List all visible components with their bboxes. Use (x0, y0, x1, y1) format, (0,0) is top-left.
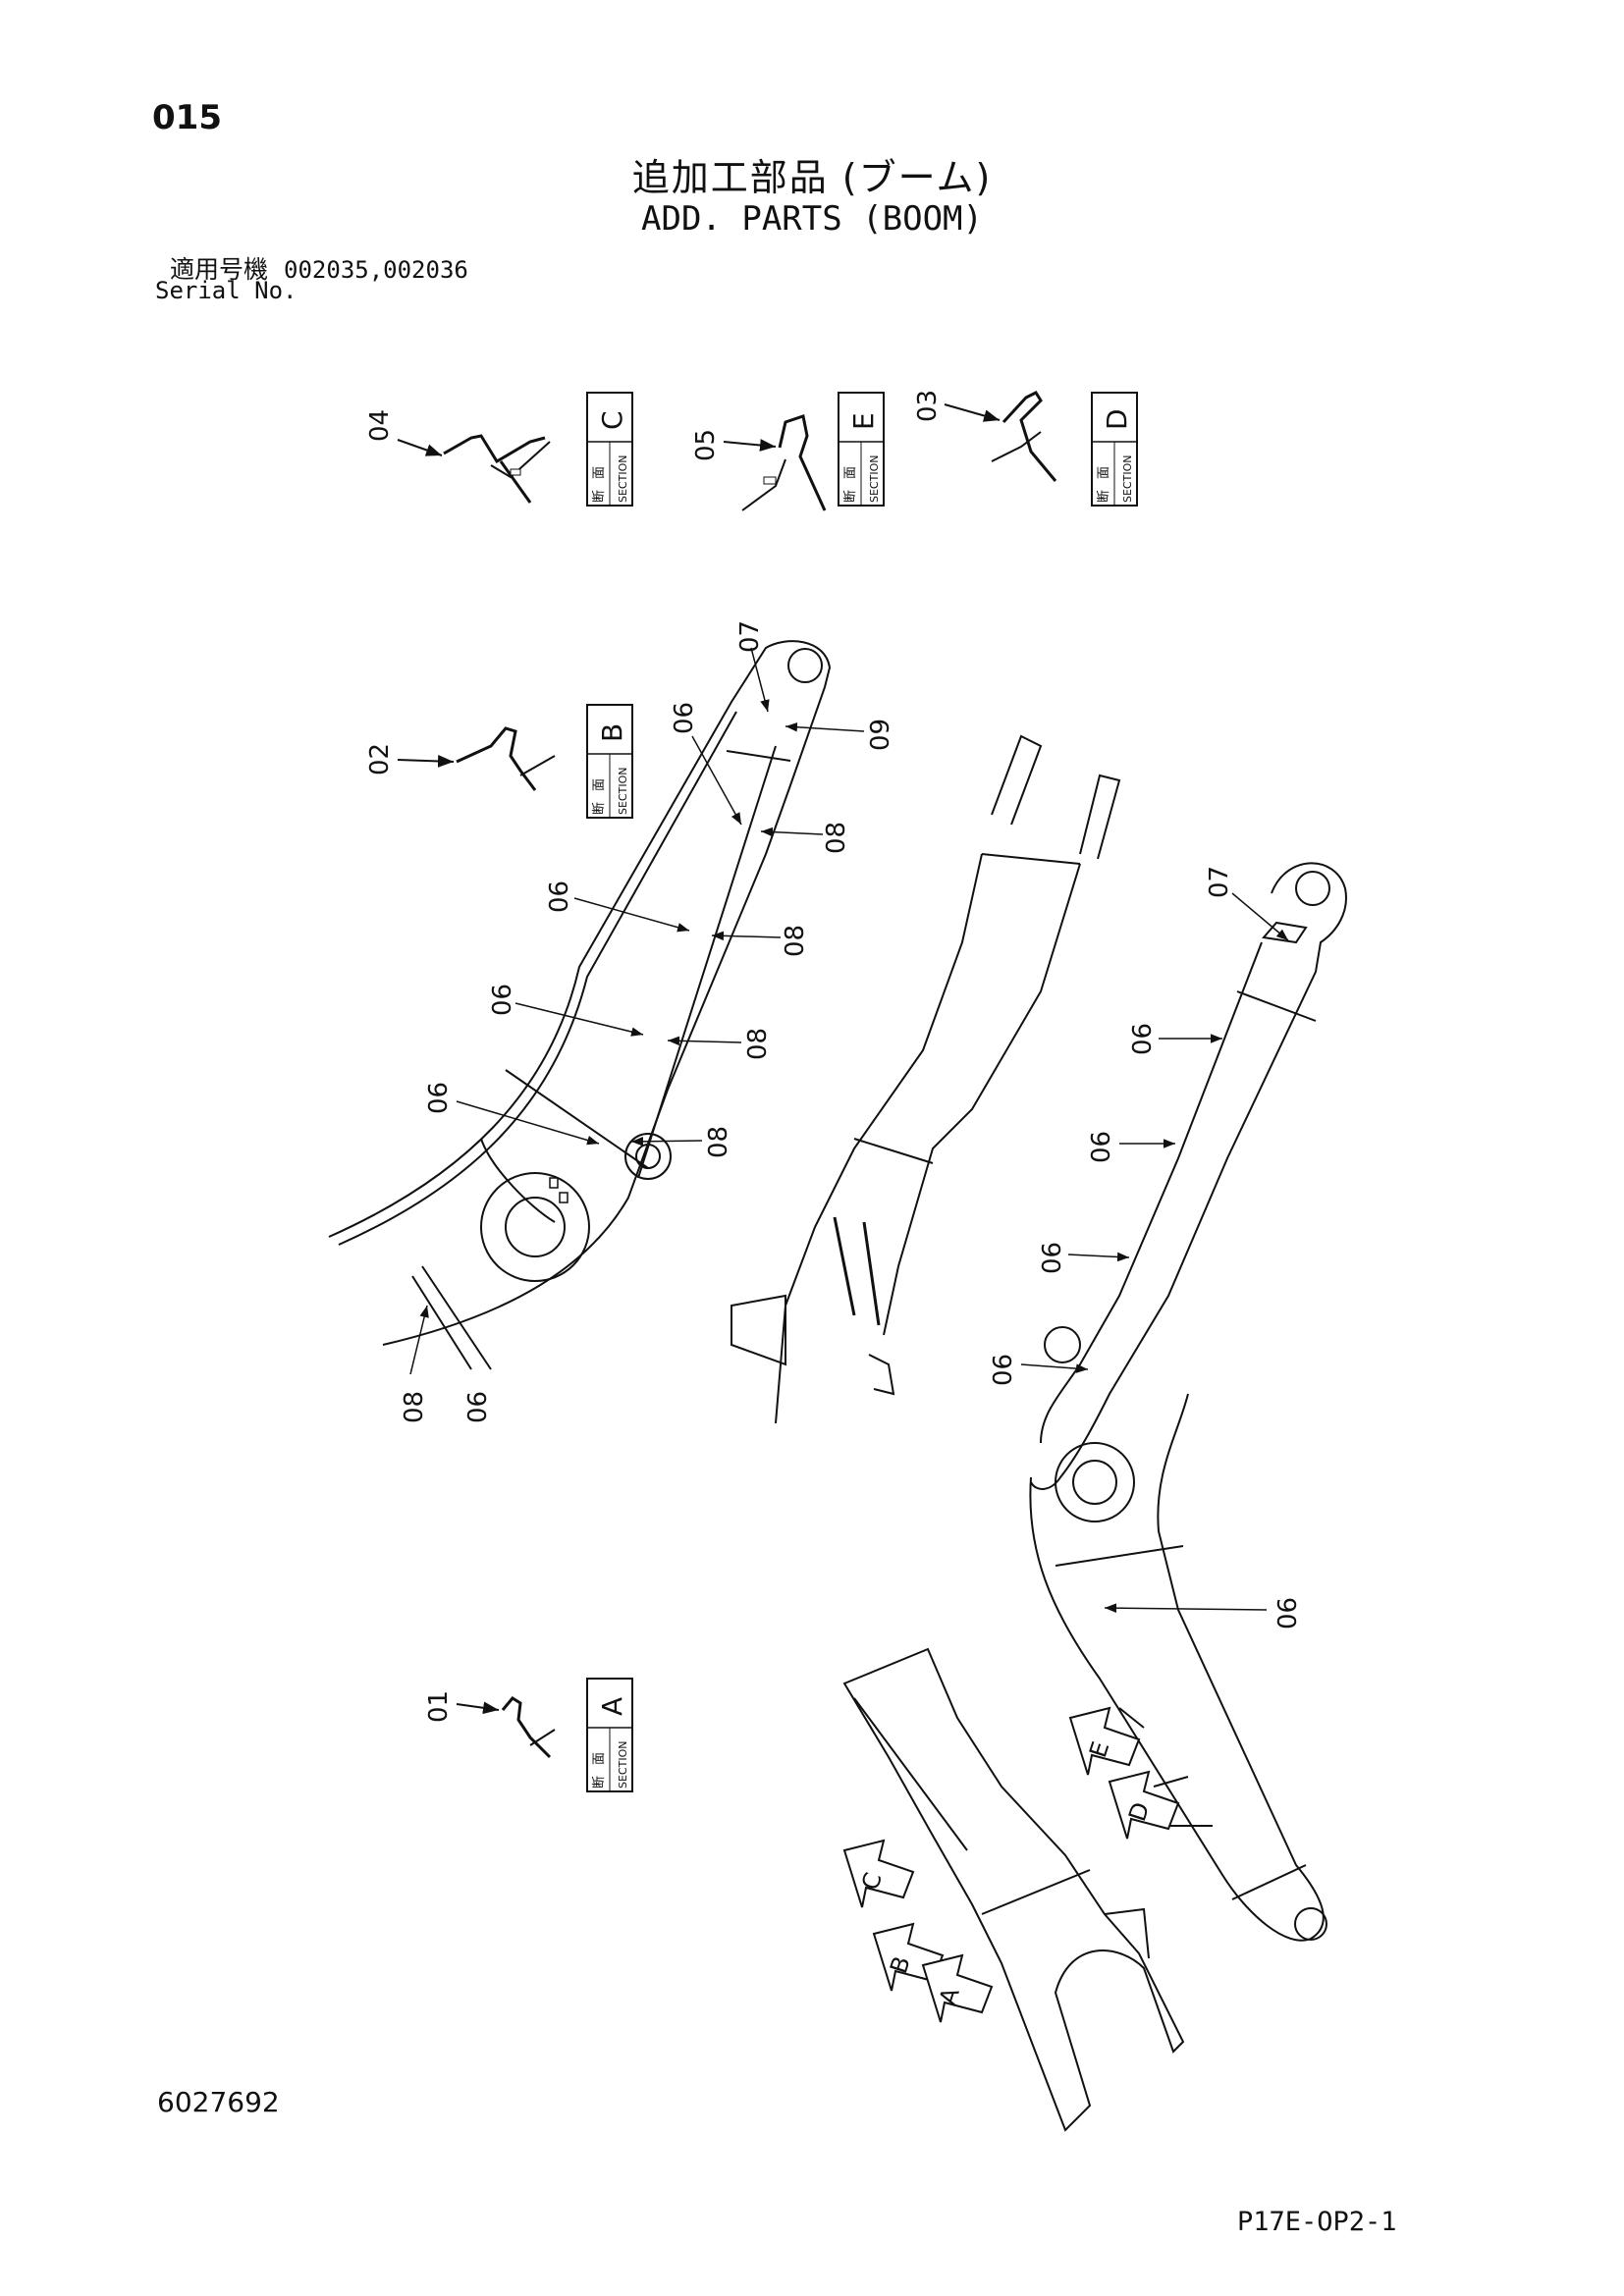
section-e-box: E 断 面 SECTION (838, 392, 885, 507)
serial-label-english: Serial No. (155, 277, 298, 304)
section-e-jp2: 面 (843, 466, 858, 479)
section-d-detail: 03 D 断 面 SECTION (913, 390, 1138, 507)
part-label-05: 05 (691, 429, 721, 461)
page-code: P17E-OP2-1 (1237, 2207, 1397, 2237)
section-a-en: SECTION (617, 1741, 629, 1789)
callout-08-left-2: 08 (781, 925, 810, 957)
section-a-box: A 断 面 SECTION (586, 1678, 633, 1792)
view-arrow-a: A (921, 1953, 994, 2023)
section-d-jp2: 面 (1097, 466, 1111, 479)
callout-06-left-3: 06 (488, 984, 517, 1016)
section-e-detail: 05 E 断 面 SECTION (691, 392, 885, 511)
part-label-04: 04 (365, 409, 395, 442)
section-b-jp2: 面 (592, 778, 607, 791)
view-arrows: E D C B A (842, 1706, 1180, 2023)
part-label-01: 01 (424, 1690, 454, 1723)
view-arrow-d: D (1108, 1770, 1180, 1840)
callout-06-left-4: 06 (424, 1082, 454, 1114)
section-c-jp: 断 (592, 490, 607, 503)
callout-09-left: 09 (866, 719, 895, 751)
boom-middle-view (731, 734, 1121, 1424)
right-boom-callouts: 07 06 06 06 06 06 (989, 866, 1303, 1629)
section-c-letter: C (596, 410, 628, 430)
section-d-jp: 断 (1097, 490, 1111, 503)
callout-06-left-2: 06 (545, 881, 574, 913)
callout-06-right-4: 06 (989, 1354, 1018, 1386)
section-a-jp2: 面 (592, 1752, 607, 1765)
document-number: 6027692 (157, 2086, 280, 2118)
section-e-letter: E (847, 412, 880, 430)
callout-06-right-2: 06 (1087, 1131, 1116, 1163)
boom-bottom-view (842, 1647, 1185, 2132)
serial-numbers: 002035,002036 (284, 256, 468, 284)
view-arrow-c: C (842, 1839, 915, 1908)
section-a-jp: 断 (592, 1776, 607, 1789)
title-english: ADD. PARTS (BOOM) (641, 199, 983, 239)
left-boom-callouts: 07 09 06 08 06 08 06 08 06 08 08 06 (400, 620, 895, 1423)
section-a-detail: 01 A 断 面 SECTION (424, 1678, 633, 1792)
callout-08-left-5: 08 (400, 1391, 429, 1423)
title-japanese: 追加工部品 (ブーム) (631, 156, 993, 199)
callout-06-right-5: 06 (1273, 1597, 1303, 1629)
boom-left-view (328, 640, 832, 1370)
section-d-box: D 断 面 SECTION (1091, 392, 1138, 507)
callout-06-right-3: 06 (1038, 1242, 1067, 1274)
section-c-box: C 断 面 SECTION (586, 392, 633, 507)
section-d-en: SECTION (1121, 455, 1134, 503)
section-b-letter: B (596, 723, 628, 742)
section-b-box: B 断 面 SECTION (586, 704, 633, 819)
section-d-letter: D (1101, 408, 1133, 430)
callout-08-left-3: 08 (743, 1028, 773, 1060)
part-label-02: 02 (365, 743, 395, 775)
serial-label-japanese: 適用号機 002035,002036 (170, 250, 468, 286)
callout-08-left-1: 08 (822, 822, 851, 854)
callout-06-left-5: 06 (463, 1391, 493, 1423)
callout-08-left-4: 08 (704, 1126, 733, 1158)
section-c-jp2: 面 (592, 466, 607, 479)
section-e-en: SECTION (868, 455, 881, 503)
callout-06-right-1: 06 (1128, 1023, 1158, 1055)
section-c-en: SECTION (617, 455, 629, 503)
boom-right-view (1029, 862, 1347, 1942)
callout-07-right: 07 (1205, 866, 1234, 898)
part-label-03: 03 (913, 390, 943, 422)
callout-07-left: 07 (735, 620, 765, 653)
page-number: 015 (152, 98, 222, 137)
section-a-letter: A (596, 1697, 628, 1716)
section-b-en: SECTION (617, 768, 629, 815)
section-c-detail: 04 C 断 面 SECTION (365, 392, 633, 507)
view-arrow-e: E (1068, 1706, 1141, 1776)
serial-label-jp-text: 適用号機 (170, 255, 269, 284)
section-e-jp: 断 (843, 490, 858, 503)
section-b-jp: 断 (592, 802, 607, 815)
callout-06-left-1: 06 (670, 702, 699, 734)
section-b-detail: 02 B 断 面 SECTION (365, 704, 633, 819)
